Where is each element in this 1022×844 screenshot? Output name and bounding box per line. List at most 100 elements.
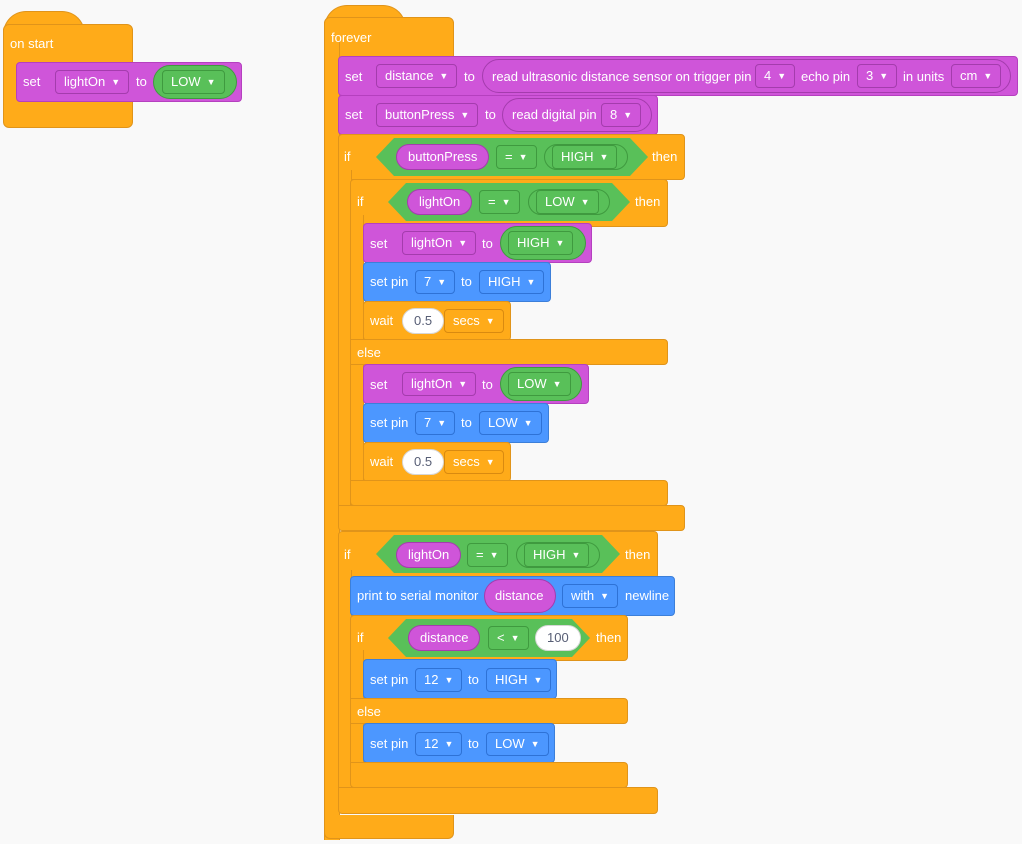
digital-read-label: read digital pin (512, 107, 597, 122)
variable-dropdown-lighton[interactable]: lightOn▼ (402, 372, 477, 396)
chevron-down-icon: ▼ (458, 379, 468, 389)
chevron-down-icon: ▼ (460, 110, 470, 120)
set-label: set (23, 74, 41, 89)
wait-label: wait (370, 313, 394, 328)
forever-label: forever (331, 30, 372, 45)
to-label: to (468, 736, 479, 751)
newline-label: newline (625, 588, 670, 603)
pin-value-dropdown[interactable]: LOW▼ (486, 732, 549, 756)
then-label: then (635, 194, 661, 209)
value-dropdown-low[interactable]: LOW▼ (162, 70, 225, 94)
variable-dropdown-lighton[interactable]: lightOn▼ (55, 70, 130, 94)
variable-lighton[interactable]: lightOn (396, 542, 462, 568)
time-unit-dropdown[interactable]: secs▼ (444, 309, 504, 333)
if-label: if (357, 630, 364, 645)
echo-pin-dropdown[interactable]: 3▼ (857, 64, 898, 88)
chevron-down-icon: ▼ (530, 739, 540, 749)
variable-distance[interactable] (484, 579, 556, 613)
set-pin-label: set pin (370, 672, 409, 687)
set-label: set (370, 236, 388, 251)
chevron-down-icon: ▼ (485, 457, 495, 467)
wait-value-input[interactable]: 0.5 (402, 308, 445, 334)
chevron-down-icon: ▼ (444, 739, 454, 749)
value-dropdown-low[interactable]: LOW▼ (536, 190, 599, 214)
operator-dropdown[interactable]: =▼ (467, 543, 508, 567)
pin-dropdown[interactable]: 12▼ (415, 732, 463, 756)
value-dropdown-high[interactable]: HIGH▼ (524, 543, 590, 567)
chevron-down-icon: ▼ (501, 197, 511, 207)
chevron-down-icon: ▼ (533, 675, 543, 685)
chevron-down-icon: ▼ (600, 591, 610, 601)
variable-dropdown-lighton[interactable]: lightOn▼ (402, 231, 477, 255)
chevron-down-icon: ▼ (599, 152, 609, 162)
to-label: to (464, 69, 475, 84)
then-label: then (625, 547, 651, 562)
variable-distance[interactable]: distance (408, 625, 481, 651)
newline-mode-dropdown[interactable]: with▼ (562, 584, 619, 608)
to-label: to (482, 377, 493, 392)
else-bar (350, 339, 668, 365)
ultrasonic-reporter-label: read ultrasonic distance sensor on trigg… (492, 69, 752, 84)
if-lighton-high-foot (338, 787, 658, 814)
chevron-down-icon: ▼ (523, 418, 533, 428)
if-label: if (344, 149, 351, 164)
units-label: in units (903, 69, 945, 84)
pin-dropdown[interactable]: 12▼ (415, 668, 463, 692)
operator-dropdown[interactable]: <▼ (488, 626, 529, 650)
pin-value-dropdown[interactable]: HIGH▼ (486, 668, 552, 692)
else-label: else (357, 704, 381, 719)
pin-dropdown[interactable]: 7▼ (415, 270, 456, 294)
if-label: if (344, 547, 351, 562)
operator-dropdown[interactable]: =▼ (479, 190, 520, 214)
digital-pin-dropdown[interactable]: 8▼ (601, 103, 642, 127)
if-label: if (357, 194, 364, 209)
chevron-down-icon: ▼ (444, 675, 454, 685)
variable-dropdown-distance[interactable]: distance▼ (376, 64, 458, 88)
chevron-down-icon: ▼ (552, 379, 562, 389)
then-label: then (652, 149, 678, 164)
value-dropdown-high[interactable]: HIGH▼ (508, 231, 574, 255)
forever-block[interactable] (324, 17, 454, 61)
chevron-down-icon: ▼ (555, 238, 565, 248)
chevron-down-icon: ▼ (458, 238, 468, 248)
value-dropdown-high[interactable]: HIGH▼ (552, 145, 618, 169)
chevron-down-icon: ▼ (518, 152, 528, 162)
pin-value-dropdown[interactable]: LOW▼ (479, 411, 542, 435)
compare-value-input[interactable]: 100 (535, 625, 581, 651)
to-label: to (461, 415, 472, 430)
chevron-down-icon: ▼ (111, 77, 121, 87)
set-label: set (345, 107, 363, 122)
chevron-down-icon: ▼ (623, 110, 633, 120)
to-label: to (482, 236, 493, 251)
value-dropdown-low[interactable]: LOW▼ (508, 372, 571, 396)
chevron-down-icon: ▼ (510, 633, 520, 643)
set-pin-label: set pin (370, 274, 409, 289)
wait-label: wait (370, 454, 394, 469)
pin-value-dropdown[interactable]: HIGH▼ (479, 270, 545, 294)
forever-foot (324, 815, 454, 839)
variable-dropdown-buttonpress[interactable]: buttonPress▼ (376, 103, 479, 127)
echo-pin-label: echo pin (801, 69, 851, 84)
time-unit-dropdown[interactable]: secs▼ (444, 450, 504, 474)
units-dropdown[interactable]: cm▼ (951, 64, 1002, 88)
variable-lighton[interactable]: lightOn (407, 189, 473, 215)
chevron-down-icon: ▼ (206, 77, 216, 87)
chevron-down-icon: ▼ (489, 550, 499, 560)
chevron-down-icon: ▼ (485, 316, 495, 326)
print-serial-label: print to serial monitor (357, 588, 479, 603)
chevron-down-icon: ▼ (437, 277, 447, 287)
operator-dropdown[interactable]: =▼ (496, 145, 537, 169)
else-label: else (357, 345, 381, 360)
chevron-down-icon: ▼ (777, 71, 787, 81)
chevron-down-icon: ▼ (526, 277, 536, 287)
chevron-down-icon: ▼ (580, 197, 590, 207)
wait-value-input[interactable]: 0.5 (402, 449, 445, 475)
chevron-down-icon: ▼ (437, 418, 447, 428)
if-lighton-low-foot (350, 480, 668, 506)
to-label: to (468, 672, 479, 687)
pin-dropdown[interactable]: 7▼ (415, 411, 456, 435)
trigger-pin-dropdown[interactable]: 4▼ (755, 64, 796, 88)
set-label: set (345, 69, 363, 84)
variable-buttonpress[interactable]: buttonPress (396, 144, 490, 170)
ultrasonic-reporter[interactable] (482, 59, 1011, 93)
